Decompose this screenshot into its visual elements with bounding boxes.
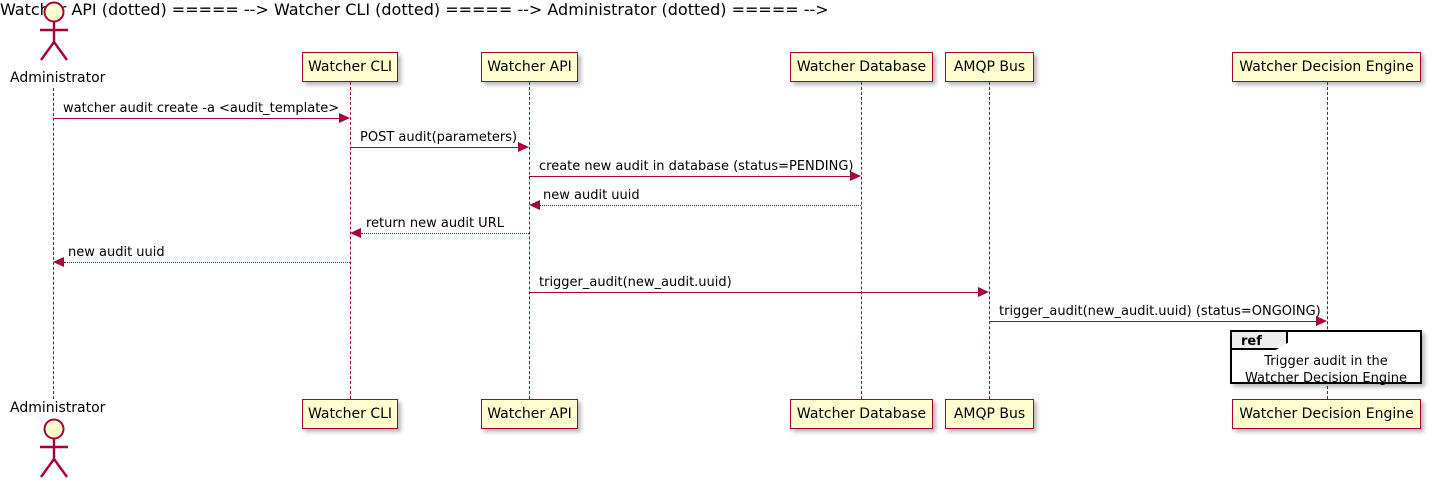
message-label-8: trigger_audit(new_audit.uuid) (status=ON…: [999, 304, 1321, 319]
participant-label-administrator-bottom: Administrator: [10, 400, 106, 416]
message-arrow-8: [989, 321, 1316, 322]
participant-label-administrator-top: Administrator: [10, 70, 106, 86]
lifeline-amqp-bus: [989, 82, 990, 399]
message-arrow-7: [529, 292, 978, 293]
lifeline-administrator: [53, 88, 54, 399]
message-label-4: new audit uuid: [543, 188, 640, 203]
participant-amqp-bus-bottom[interactable]: AMQP Bus: [945, 399, 1034, 429]
message-arrowhead-8: [1316, 316, 1327, 326]
ref-tab-label: ref: [1241, 334, 1262, 349]
ref-text-line2: Watcher Decision Engine: [1245, 371, 1407, 386]
participant-watcher-database-bottom[interactable]: Watcher Database: [790, 399, 933, 429]
message-label-7: trigger_audit(new_audit.uuid): [539, 275, 732, 290]
participant-watcher-api-bottom[interactable]: Watcher API: [481, 399, 578, 429]
participant-watcher-decision-engine-top[interactable]: Watcher Decision Engine: [1232, 52, 1421, 82]
message-arrow-3: [529, 176, 850, 177]
ref-text-line1: Trigger audit in the: [1264, 354, 1388, 369]
message-arrow-6: [64, 262, 350, 263]
message-arrow-4: [540, 205, 861, 206]
actor-administrator-head-bottom: [40, 418, 68, 478]
message-arrow-5: [361, 233, 529, 234]
participant-watcher-decision-engine-bottom[interactable]: Watcher Decision Engine: [1232, 399, 1421, 429]
participant-watcher-cli-top[interactable]: Watcher CLI: [302, 52, 398, 82]
message-label-5: return new audit URL: [366, 216, 504, 231]
message-label-1: watcher audit create -a <audit_template>: [63, 101, 340, 116]
ref-tab-shape: [1232, 332, 1288, 350]
message-arrowhead-4: [529, 200, 540, 210]
message-arrowhead-6: [53, 257, 64, 267]
message-label-3: create new audit in database (status=PEN…: [539, 159, 854, 174]
participant-watcher-cli-bottom[interactable]: Watcher CLI: [302, 399, 398, 429]
message-arrowhead-3: [850, 171, 861, 181]
lifeline-watcher-database: [861, 82, 862, 399]
message-label-2: POST audit(parameters): [360, 130, 518, 145]
message-label-6: new audit uuid: [68, 245, 165, 260]
participant-watcher-database-top[interactable]: Watcher Database: [790, 52, 933, 82]
message-arrow-1: [53, 118, 339, 119]
lifeline-watcher-decision-engine: [1327, 82, 1328, 399]
message-arrowhead-5: [350, 228, 361, 238]
ref-fragment: ref Trigger audit in the Watcher Decisio…: [1230, 330, 1422, 386]
lifeline-watcher-api: [529, 82, 530, 399]
lifeline-watcher-cli: [350, 82, 351, 399]
message-arrowhead-7: [978, 287, 989, 297]
message-arrow-2: [350, 147, 518, 148]
participant-amqp-bus-top[interactable]: AMQP Bus: [945, 52, 1034, 82]
message-arrowhead-2: [518, 142, 529, 152]
message-arrowhead-1: [339, 113, 350, 123]
actor-administrator-head-top: [40, 1, 68, 61]
participant-watcher-api-top[interactable]: Watcher API: [481, 52, 578, 82]
